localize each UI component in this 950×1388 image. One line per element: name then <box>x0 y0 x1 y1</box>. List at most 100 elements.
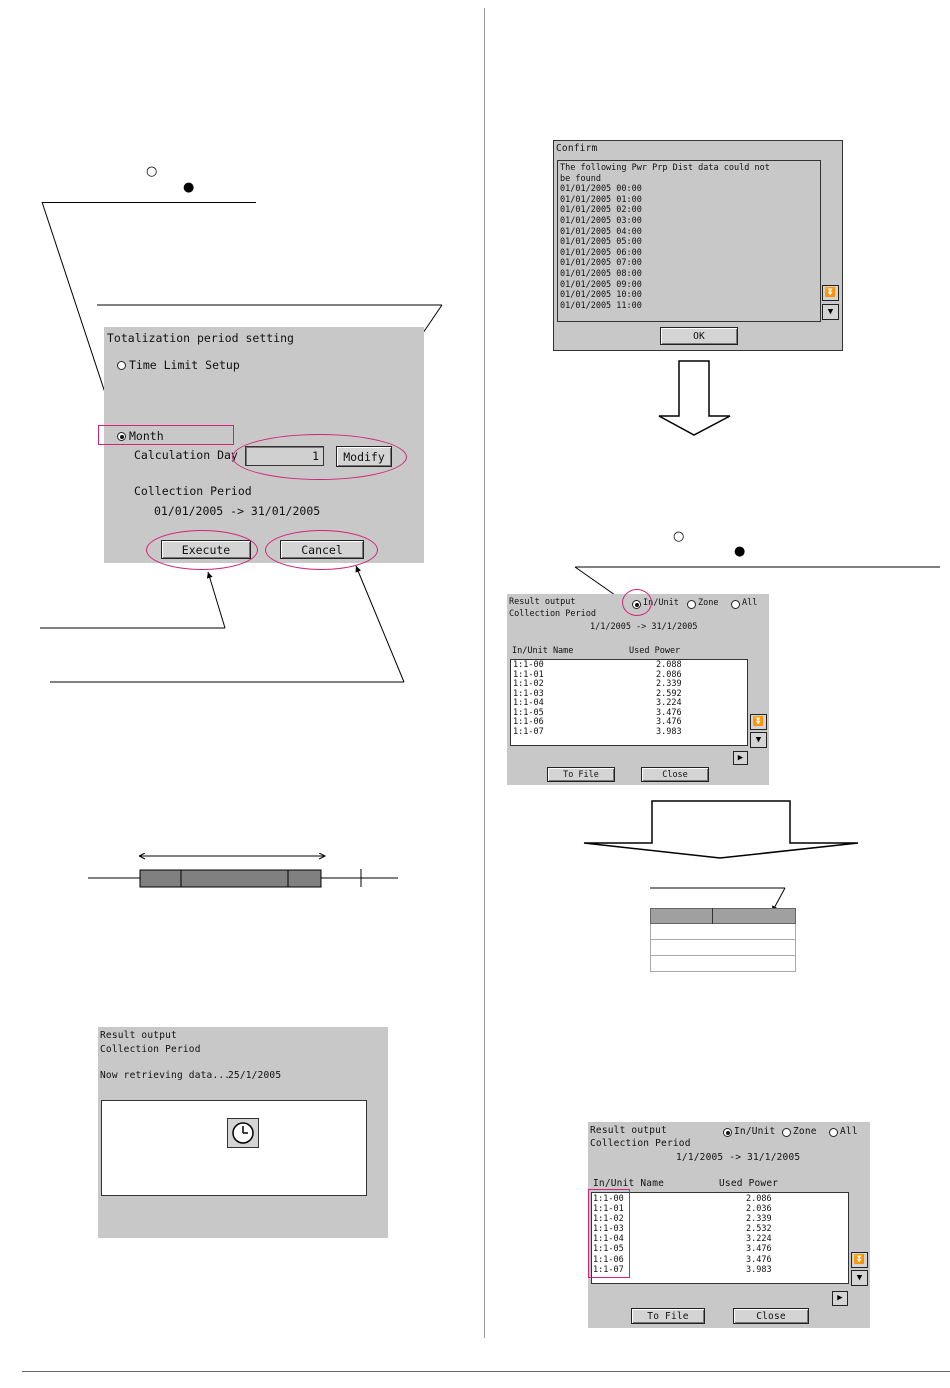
result2-row-0-name: 1:1-00 <box>593 1194 624 1204</box>
time-limit-radio[interactable] <box>117 361 126 370</box>
retrieving-collection-label: Collection Period <box>100 1044 201 1055</box>
ok-button[interactable]: OK <box>660 327 738 345</box>
retrieving-date: 25/1/2005 <box>228 1070 282 1081</box>
result2-radio-in-unit[interactable] <box>723 1128 732 1137</box>
down-arrow-icon: ▼ <box>755 734 762 745</box>
down-block-arrow <box>658 360 731 436</box>
result2-to-file-button[interactable]: To File <box>631 1308 705 1324</box>
result2-scroll-right-button[interactable]: ▶ <box>832 1291 848 1306</box>
confirm-date-7: 01/01/2005 07:00 <box>560 258 642 269</box>
result2-row-4-name: 1:1-04 <box>593 1234 624 1245</box>
result1-row-3-power: 2.592 <box>656 688 682 699</box>
legend-radio-off: ○ <box>146 164 158 179</box>
in-unit-highlight <box>622 589 652 616</box>
result2-row-3-power: 2.532 <box>746 1224 772 1235</box>
retrieving-result-output: Result output <box>100 1030 177 1041</box>
output-table-header <box>650 908 796 924</box>
result1-radio-all-label: All <box>742 598 758 608</box>
confirm-date-3: 01/01/2005 03:00 <box>560 215 642 226</box>
result1-radio-all[interactable] <box>731 600 740 609</box>
execute-highlight <box>146 530 258 570</box>
result1-scroll-bottom-button[interactable]: ⏬ <box>750 714 767 730</box>
scroll-down-button[interactable]: ▼ <box>822 304 839 320</box>
result1-radio-zone[interactable] <box>687 600 696 609</box>
result2-row-5: 1:1-05 3.476 <box>593 1244 843 1254</box>
wide-down-arrow <box>583 800 859 859</box>
result2-row-7-power: 3.983 <box>746 1264 772 1275</box>
confirm-date-11: 01/01/2005 11:00 <box>560 300 642 311</box>
confirm-message-line2: be found <box>560 173 601 184</box>
legend-radio-on-right: ● <box>734 544 746 559</box>
confirm-date-0: 01/01/2005 00:00 <box>560 184 642 195</box>
result2-row-0-power: 2.086 <box>746 1194 772 1204</box>
confirm-date-4: 01/01/2005 04:00 <box>560 226 642 237</box>
bottom-rule <box>22 1371 950 1372</box>
result1-scroll-right-button[interactable]: ▶ <box>733 751 748 765</box>
result2-row-5-name: 1:1-05 <box>593 1244 624 1255</box>
confirm-message: The following Pwr Prp Dist data could no… <box>560 163 770 311</box>
legend-radio-on: ● <box>183 180 195 195</box>
double-down-arrow-icon: ⏬ <box>752 716 765 727</box>
result1-to-file-button[interactable]: To File <box>547 767 615 782</box>
confirm-date-1: 01/01/2005 01:00 <box>560 194 642 205</box>
confirm-dialog: Confirm The following Pwr Prp Dist data … <box>553 140 843 351</box>
month-radio[interactable] <box>117 432 126 441</box>
month-label: Month <box>129 429 164 443</box>
result2-scroll-down-button[interactable]: ▼ <box>851 1270 868 1286</box>
scroll-bottom-button[interactable]: ⏬ <box>822 285 839 301</box>
result1-row-6-power: 3.476 <box>656 717 682 727</box>
result2-row-4-power: 3.224 <box>746 1234 772 1245</box>
calculation-day-label: Calculation Day <box>134 448 238 462</box>
result2-row-6-power: 3.476 <box>746 1254 772 1265</box>
result2-row-2-name: 1:1-02 <box>593 1214 624 1225</box>
result1-row-1-name: 1:1-01 <box>513 669 544 680</box>
confirm-date-9: 01/01/2005 09:00 <box>560 279 642 290</box>
unit-names-highlight <box>588 1189 630 1278</box>
confirm-date-8: 01/01/2005 08:00 <box>560 268 642 279</box>
result1-scroll-down-button[interactable]: ▼ <box>750 732 767 748</box>
result1-row-5-power: 3.476 <box>656 707 682 718</box>
result2-row-7-name: 1:1-07 <box>593 1264 624 1275</box>
result2-row-4: 1:1-04 3.224 <box>593 1234 843 1244</box>
time-limit-label: Time Limit Setup <box>129 358 240 372</box>
result1-radio-zone-label: Zone <box>698 598 719 608</box>
result2-row-5-power: 3.476 <box>746 1244 772 1255</box>
result2-row-1-name: 1:1-01 <box>593 1204 624 1215</box>
result1-close-button[interactable]: Close <box>641 767 709 782</box>
result1-collection-label: Collection Period <box>509 609 596 619</box>
retrieving-box <box>101 1100 367 1196</box>
confirm-date-6: 01/01/2005 06:00 <box>560 247 642 258</box>
result2-row-6-name: 1:1-06 <box>593 1254 624 1265</box>
result2-radio-zone[interactable] <box>782 1128 791 1137</box>
clock-icon <box>227 1118 259 1148</box>
result2-radio-in-unit-label: In/Unit <box>734 1126 776 1137</box>
result1-row-4-power: 3.224 <box>656 698 682 708</box>
result2-scroll-bottom-button[interactable]: ⏬ <box>851 1252 868 1268</box>
result1-row-4-name: 1:1-04 <box>513 698 544 708</box>
result2-radio-all[interactable] <box>829 1128 838 1137</box>
result1-row-0-power: 2.088 <box>656 660 682 670</box>
result2-radio-all-label: All <box>840 1126 858 1137</box>
result-panel-1: Result output Collection Period In/Unit … <box>507 594 769 785</box>
cancel-highlight <box>265 530 378 570</box>
period-timeline <box>88 845 398 888</box>
result2-row-0: 1:1-00 2.086 <box>593 1194 843 1204</box>
result1-radio-in-unit-label: In/Unit <box>643 598 679 608</box>
result2-close-button[interactable]: Close <box>733 1308 809 1324</box>
double-down-arrow-icon: ⏬ <box>853 1254 866 1265</box>
result-panel-2: Result output Collection Period In/Unit … <box>588 1122 870 1328</box>
confirm-title: Confirm <box>556 143 598 154</box>
result2-range: 1/1/2005 -> 31/1/2005 <box>676 1152 801 1163</box>
month-highlight <box>98 425 234 445</box>
double-down-arrow-icon: ⏬ <box>824 287 837 298</box>
confirm-date-10: 01/01/2005 10:00 <box>560 290 642 301</box>
